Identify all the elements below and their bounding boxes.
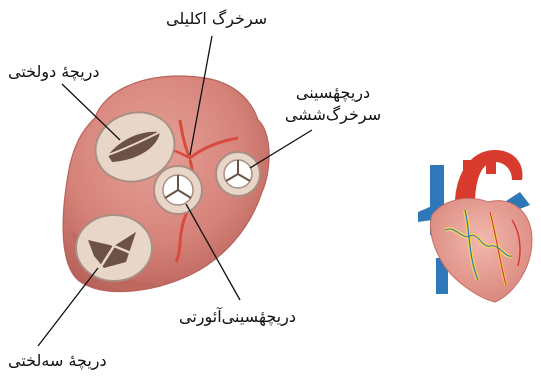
- label-pulmonary-valve-line1: دریچهٔسینی: [278, 82, 388, 104]
- label-pulmonary-valve-line2: سرخرگ‌ششی: [278, 104, 388, 126]
- label-aortic-valve: دریچهٔسینی‌آئورتی: [179, 306, 296, 328]
- label-tricuspid-valve: دریچهٔ سه‌لختی: [8, 350, 107, 372]
- label-pulmonary-valve: دریچهٔسینی سرخرگ‌ششی: [278, 82, 388, 125]
- pulmonary-valve: [216, 152, 260, 196]
- aortic-valve: [154, 166, 202, 214]
- leader-tricuspid-valve: [38, 268, 98, 346]
- heart-anatomy-icon: [418, 150, 532, 302]
- valve-plane-cross-section: [63, 76, 269, 291]
- label-mitral-valve: دریچهٔ دولختی: [8, 61, 100, 83]
- tricuspid-valve: [76, 215, 152, 281]
- label-coronary-artery: سرخرگ اکلیلی: [166, 8, 267, 30]
